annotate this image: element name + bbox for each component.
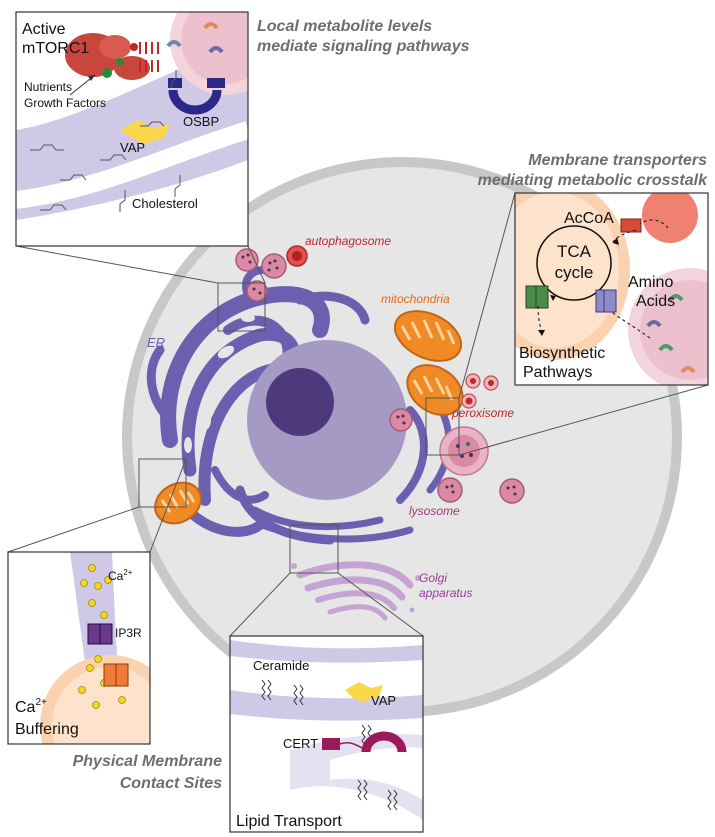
heading-contact-2: Contact Sites: [120, 775, 222, 792]
label-osbp: OSBP: [183, 114, 219, 129]
label-ceramide: Ceramide: [253, 658, 309, 673]
er-lumen-gaps: [184, 314, 277, 453]
label-cycle: cycle: [555, 263, 594, 282]
transporter-accoa: [620, 218, 642, 233]
cholesterol-molecules: [30, 70, 181, 212]
label-acids: Acids: [636, 293, 675, 310]
label-growth-factors: Growth Factors: [24, 96, 106, 110]
label-buffering: Buffering: [15, 721, 79, 738]
calcium-ions: [78, 564, 126, 709]
label-cert: CERT: [283, 736, 318, 751]
label-er: ER: [147, 335, 165, 350]
ip3r-channel: [87, 623, 113, 645]
lysosome: [437, 477, 463, 503]
heading-transport-1: Membrane transporters: [528, 152, 707, 169]
mitochondria-group: [154, 310, 464, 525]
lysosome: [499, 478, 525, 504]
lysosome: [439, 426, 489, 476]
label-buffering-ca: Ca2+: [15, 697, 47, 716]
mtorc1-complex: [65, 33, 159, 80]
tca-cycle: [536, 225, 612, 301]
vap-protein: [345, 682, 383, 702]
mitochondrion: [393, 310, 463, 362]
mitochondrion: [406, 364, 464, 416]
nucleolus: [266, 368, 334, 436]
golgi-apparatus: [291, 561, 421, 621]
label-ca-ion: Ca2+: [108, 568, 133, 583]
ceramide-lipids: [261, 679, 398, 811]
label-accoa: AcCoA: [564, 210, 614, 227]
panel-lipid-transport: Ceramide VAP CERT Lipid Transport: [229, 635, 424, 833]
label-golgi-2: apparatus: [419, 586, 472, 600]
lysosomes: [235, 245, 525, 504]
peroxisome: [483, 375, 499, 391]
panel-calcium: Ca2+ IP3R Ca2+ Buffering: [7, 551, 151, 745]
heading-local-1: Local metabolite levels: [257, 18, 432, 35]
zoom-indicators: [7, 192, 709, 637]
vdac-channel: [103, 663, 129, 687]
label-vap: VAP: [371, 693, 396, 708]
osbp-protein: [168, 78, 225, 115]
label-lysosome: lysosome: [409, 504, 460, 518]
label-pathways: Pathways: [523, 364, 592, 381]
label-peroxisome: peroxisome: [451, 406, 514, 420]
peroxisome: [465, 373, 481, 389]
lysosome: [261, 253, 287, 279]
mitochondrion: [154, 481, 202, 525]
lysosome: [246, 280, 268, 302]
perinuclear-er: [235, 391, 453, 545]
heading-transport-2: mediating metabolic crosstalk: [478, 172, 709, 189]
peroxisome: [461, 393, 477, 409]
label-biosynthetic: Biosynthetic: [519, 345, 605, 362]
lysosome: [389, 408, 413, 432]
label-active: Active: [22, 21, 66, 38]
label-amino: Amino: [628, 274, 673, 291]
label-cholesterol: Cholesterol: [132, 196, 198, 211]
label-vap: VAP: [120, 140, 145, 155]
label-tca: TCA: [557, 242, 592, 261]
label-autophagosome: autophagosome: [305, 234, 391, 248]
vap-protein: [120, 120, 170, 144]
peroxisomes: [461, 373, 499, 409]
label-ip3r: IP3R: [115, 626, 142, 640]
lysosome: [235, 248, 259, 272]
heading-contact-1: Physical Membrane: [73, 753, 223, 770]
label-mtorc1: mTORC1: [22, 40, 89, 57]
panel-signaling: Active mTORC1 Nutrients Growth Factors O…: [15, 11, 249, 247]
panel-transporters: AcCoA TCA cycle Amino Acids Biosynthetic…: [514, 192, 709, 386]
label-nutrients: Nutrients: [24, 80, 72, 94]
cert-protein: [322, 731, 407, 753]
label-lipid-transport: Lipid Transport: [236, 813, 342, 830]
label-mitochondria: mitochondria: [381, 292, 450, 306]
heading-local-2: mediate signaling pathways: [257, 38, 470, 55]
autophagosome: [286, 245, 308, 267]
label-golgi-1: Golgi: [419, 571, 447, 585]
